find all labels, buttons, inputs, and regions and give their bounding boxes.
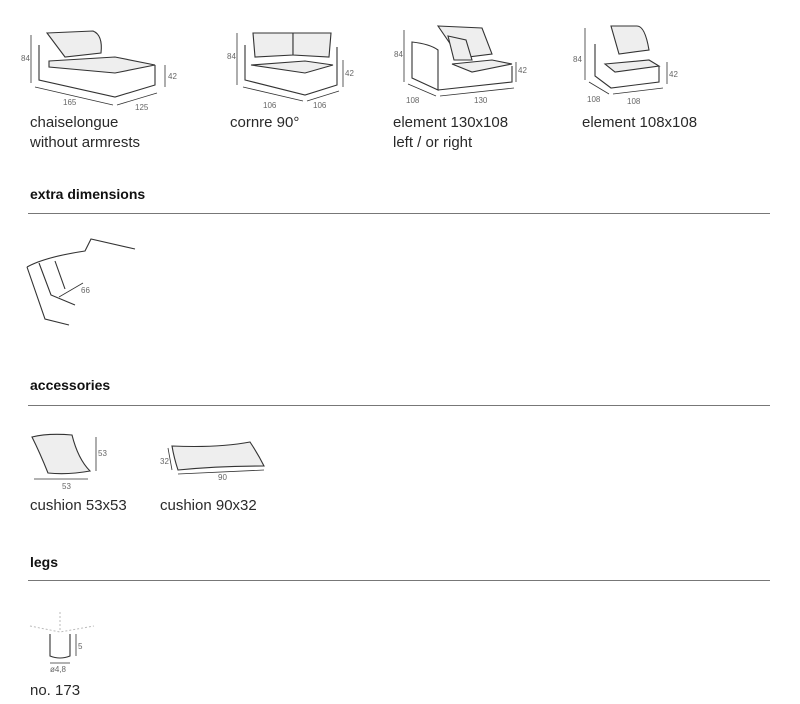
- section-heading-accessories: accessories: [30, 377, 111, 393]
- dim-length: 108: [627, 97, 641, 106]
- dim-width: 53: [62, 482, 71, 491]
- dim-length: 130: [474, 96, 488, 105]
- dim-width: 90: [218, 473, 227, 482]
- dim-diameter: ø4,8: [50, 665, 67, 674]
- dim-seat: 42: [518, 66, 527, 75]
- dim-height: 84: [394, 50, 403, 59]
- caption-line: without armrests: [30, 134, 141, 151]
- element-108x108-drawing: 84 42 108 108: [573, 25, 678, 106]
- module-caption: chaiselongue without armrests: [30, 113, 140, 153]
- chaiselongue-drawing: 84 42 165 125: [21, 30, 177, 112]
- extra-dimension-drawing: 66: [26, 238, 136, 326]
- caption-line: chaiselongue: [30, 114, 119, 131]
- module-caption: element 108x108: [582, 113, 697, 133]
- dim-height: 32: [160, 457, 169, 466]
- section-heading-extra-dimensions: extra dimensions: [30, 186, 146, 202]
- dim-depth: 108: [587, 95, 601, 104]
- dim-height: 84: [573, 55, 582, 64]
- section-divider: [28, 405, 770, 406]
- section-divider: [28, 213, 770, 214]
- corner-drawing: 84 42 106 106: [227, 32, 354, 110]
- dim-height: 5: [78, 642, 83, 651]
- dim-seat: 42: [669, 70, 678, 79]
- caption-line: element 130x108: [393, 114, 509, 131]
- section-heading-legs: legs: [30, 554, 59, 570]
- dim-depth: 106: [313, 101, 327, 110]
- dim-depth: 108: [406, 96, 420, 105]
- element-130x108-drawing: 84 42 108 130: [394, 25, 527, 105]
- dim-height: 53: [98, 449, 107, 458]
- caption-line: cornre 90°: [230, 114, 300, 131]
- dim-height: 84: [227, 52, 236, 61]
- dim-length: 165: [63, 98, 77, 107]
- caption-line: element 108x108: [582, 114, 698, 131]
- caption-line: left / or right: [393, 134, 473, 151]
- module-caption: element 130x108 left / or right: [393, 113, 508, 153]
- leg-caption: no. 173: [30, 682, 81, 699]
- accessory-caption: cushion 53x53: [30, 497, 127, 514]
- dim-height: 84: [21, 54, 30, 63]
- leg-173-drawing: 5 ø4,8: [29, 612, 95, 674]
- dim-seat: 42: [345, 69, 354, 78]
- dim-seat-depth: 66: [81, 286, 90, 295]
- cushion-53x53-drawing: 53 53: [31, 433, 107, 491]
- section-divider: [28, 580, 770, 581]
- dim-depth: 125: [135, 103, 149, 112]
- dim-seat: 42: [168, 72, 177, 81]
- cushion-90x32-drawing: 32 90: [160, 441, 265, 482]
- dim-length: 106: [263, 101, 277, 110]
- module-caption: cornre 90°: [230, 113, 299, 133]
- accessory-caption: cushion 90x32: [160, 497, 257, 514]
